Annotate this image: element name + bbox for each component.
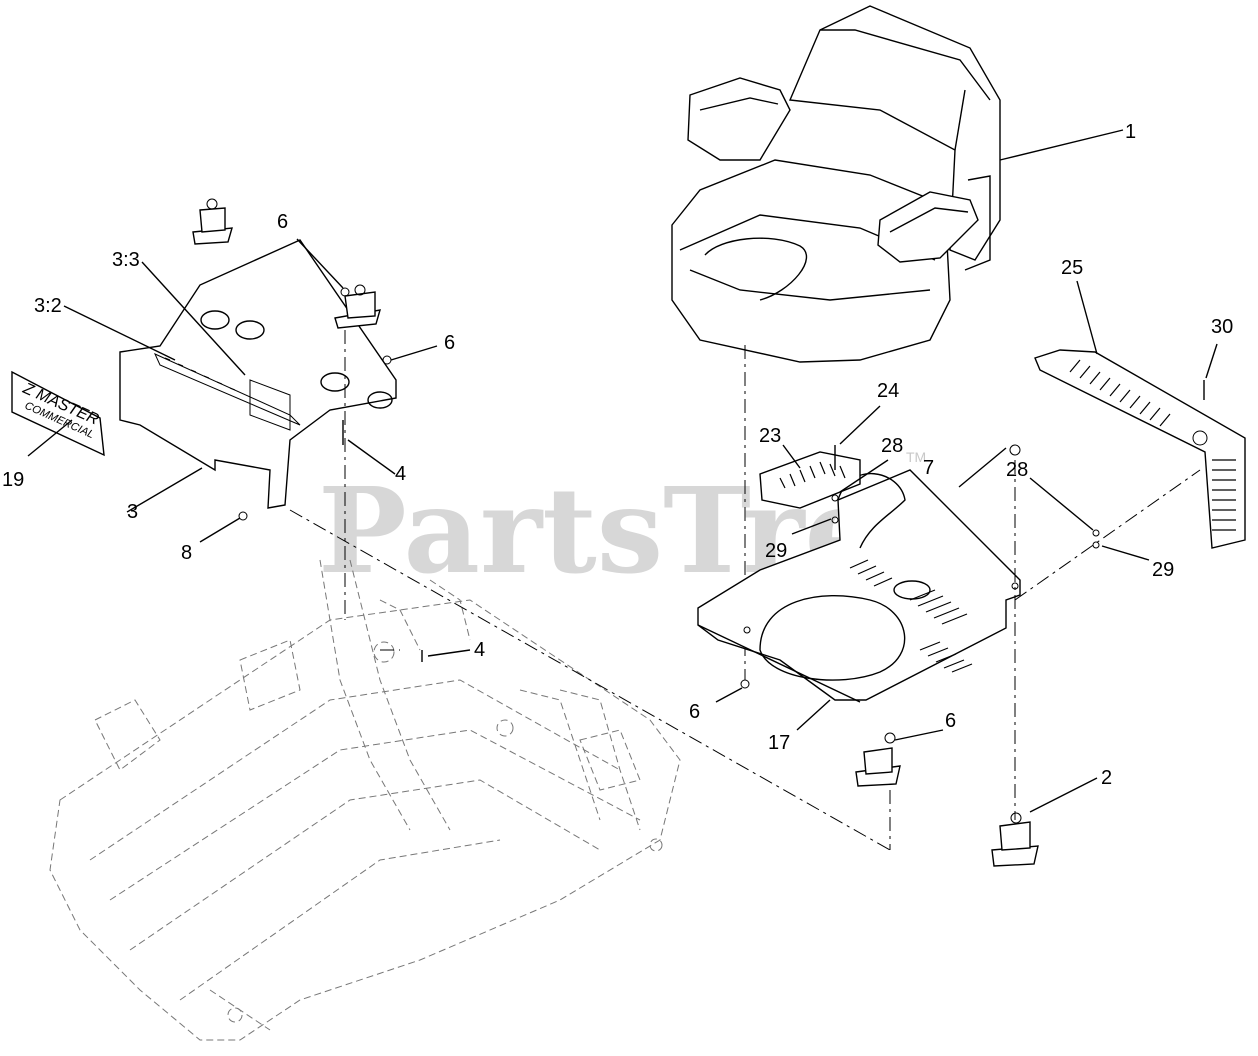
mount-center-right [855, 732, 901, 787]
mount-right [991, 812, 1039, 867]
alignment-lines [289, 330, 1201, 851]
callout-1: 1 [1125, 121, 1136, 143]
callout-6d: 6 [945, 710, 956, 732]
callout-6a: 6 [277, 211, 288, 233]
callout-6c: 6 [689, 701, 700, 723]
callout-3-3: 3:3 [112, 249, 140, 271]
floor-pan [697, 469, 1021, 703]
mount-center-left [334, 284, 381, 329]
callout-28a: 28 [881, 435, 903, 457]
callout-2: 2 [1101, 767, 1112, 789]
callout-28b: 28 [1006, 459, 1028, 481]
leader-lines [27, 129, 1218, 813]
callout-19: 19 [2, 469, 24, 491]
callout-30: 30 [1211, 316, 1233, 338]
hardware [238, 287, 1205, 689]
callout-25: 25 [1061, 257, 1083, 279]
watermark-tm: TM [906, 449, 926, 465]
callout-23: 23 [759, 425, 781, 447]
z-master-decal: Z MASTER COMMERCIAL [11, 370, 105, 457]
callout-29a: 29 [765, 540, 787, 562]
callout-3-2: 3:2 [34, 295, 62, 317]
callout-3: 3 [127, 501, 138, 523]
seat [671, 5, 1001, 363]
callout-17: 17 [768, 732, 790, 754]
rear-panel [1034, 349, 1246, 549]
mount-top-left [192, 198, 233, 245]
callout-4a: 4 [395, 463, 406, 485]
callout-29b: 29 [1152, 559, 1174, 581]
mower-frame [49, 559, 681, 1041]
callout-4b: 4 [474, 639, 485, 661]
callout-7: 7 [923, 457, 934, 479]
callout-6b: 6 [444, 332, 455, 354]
callout-8: 8 [181, 542, 192, 564]
callout-24: 24 [877, 380, 899, 402]
control-panel-cover [119, 239, 397, 509]
callouts: 1 2 3 3:2 3:3 4 4 6 6 6 6 7 8 17 19 23 2… [2, 121, 1233, 789]
